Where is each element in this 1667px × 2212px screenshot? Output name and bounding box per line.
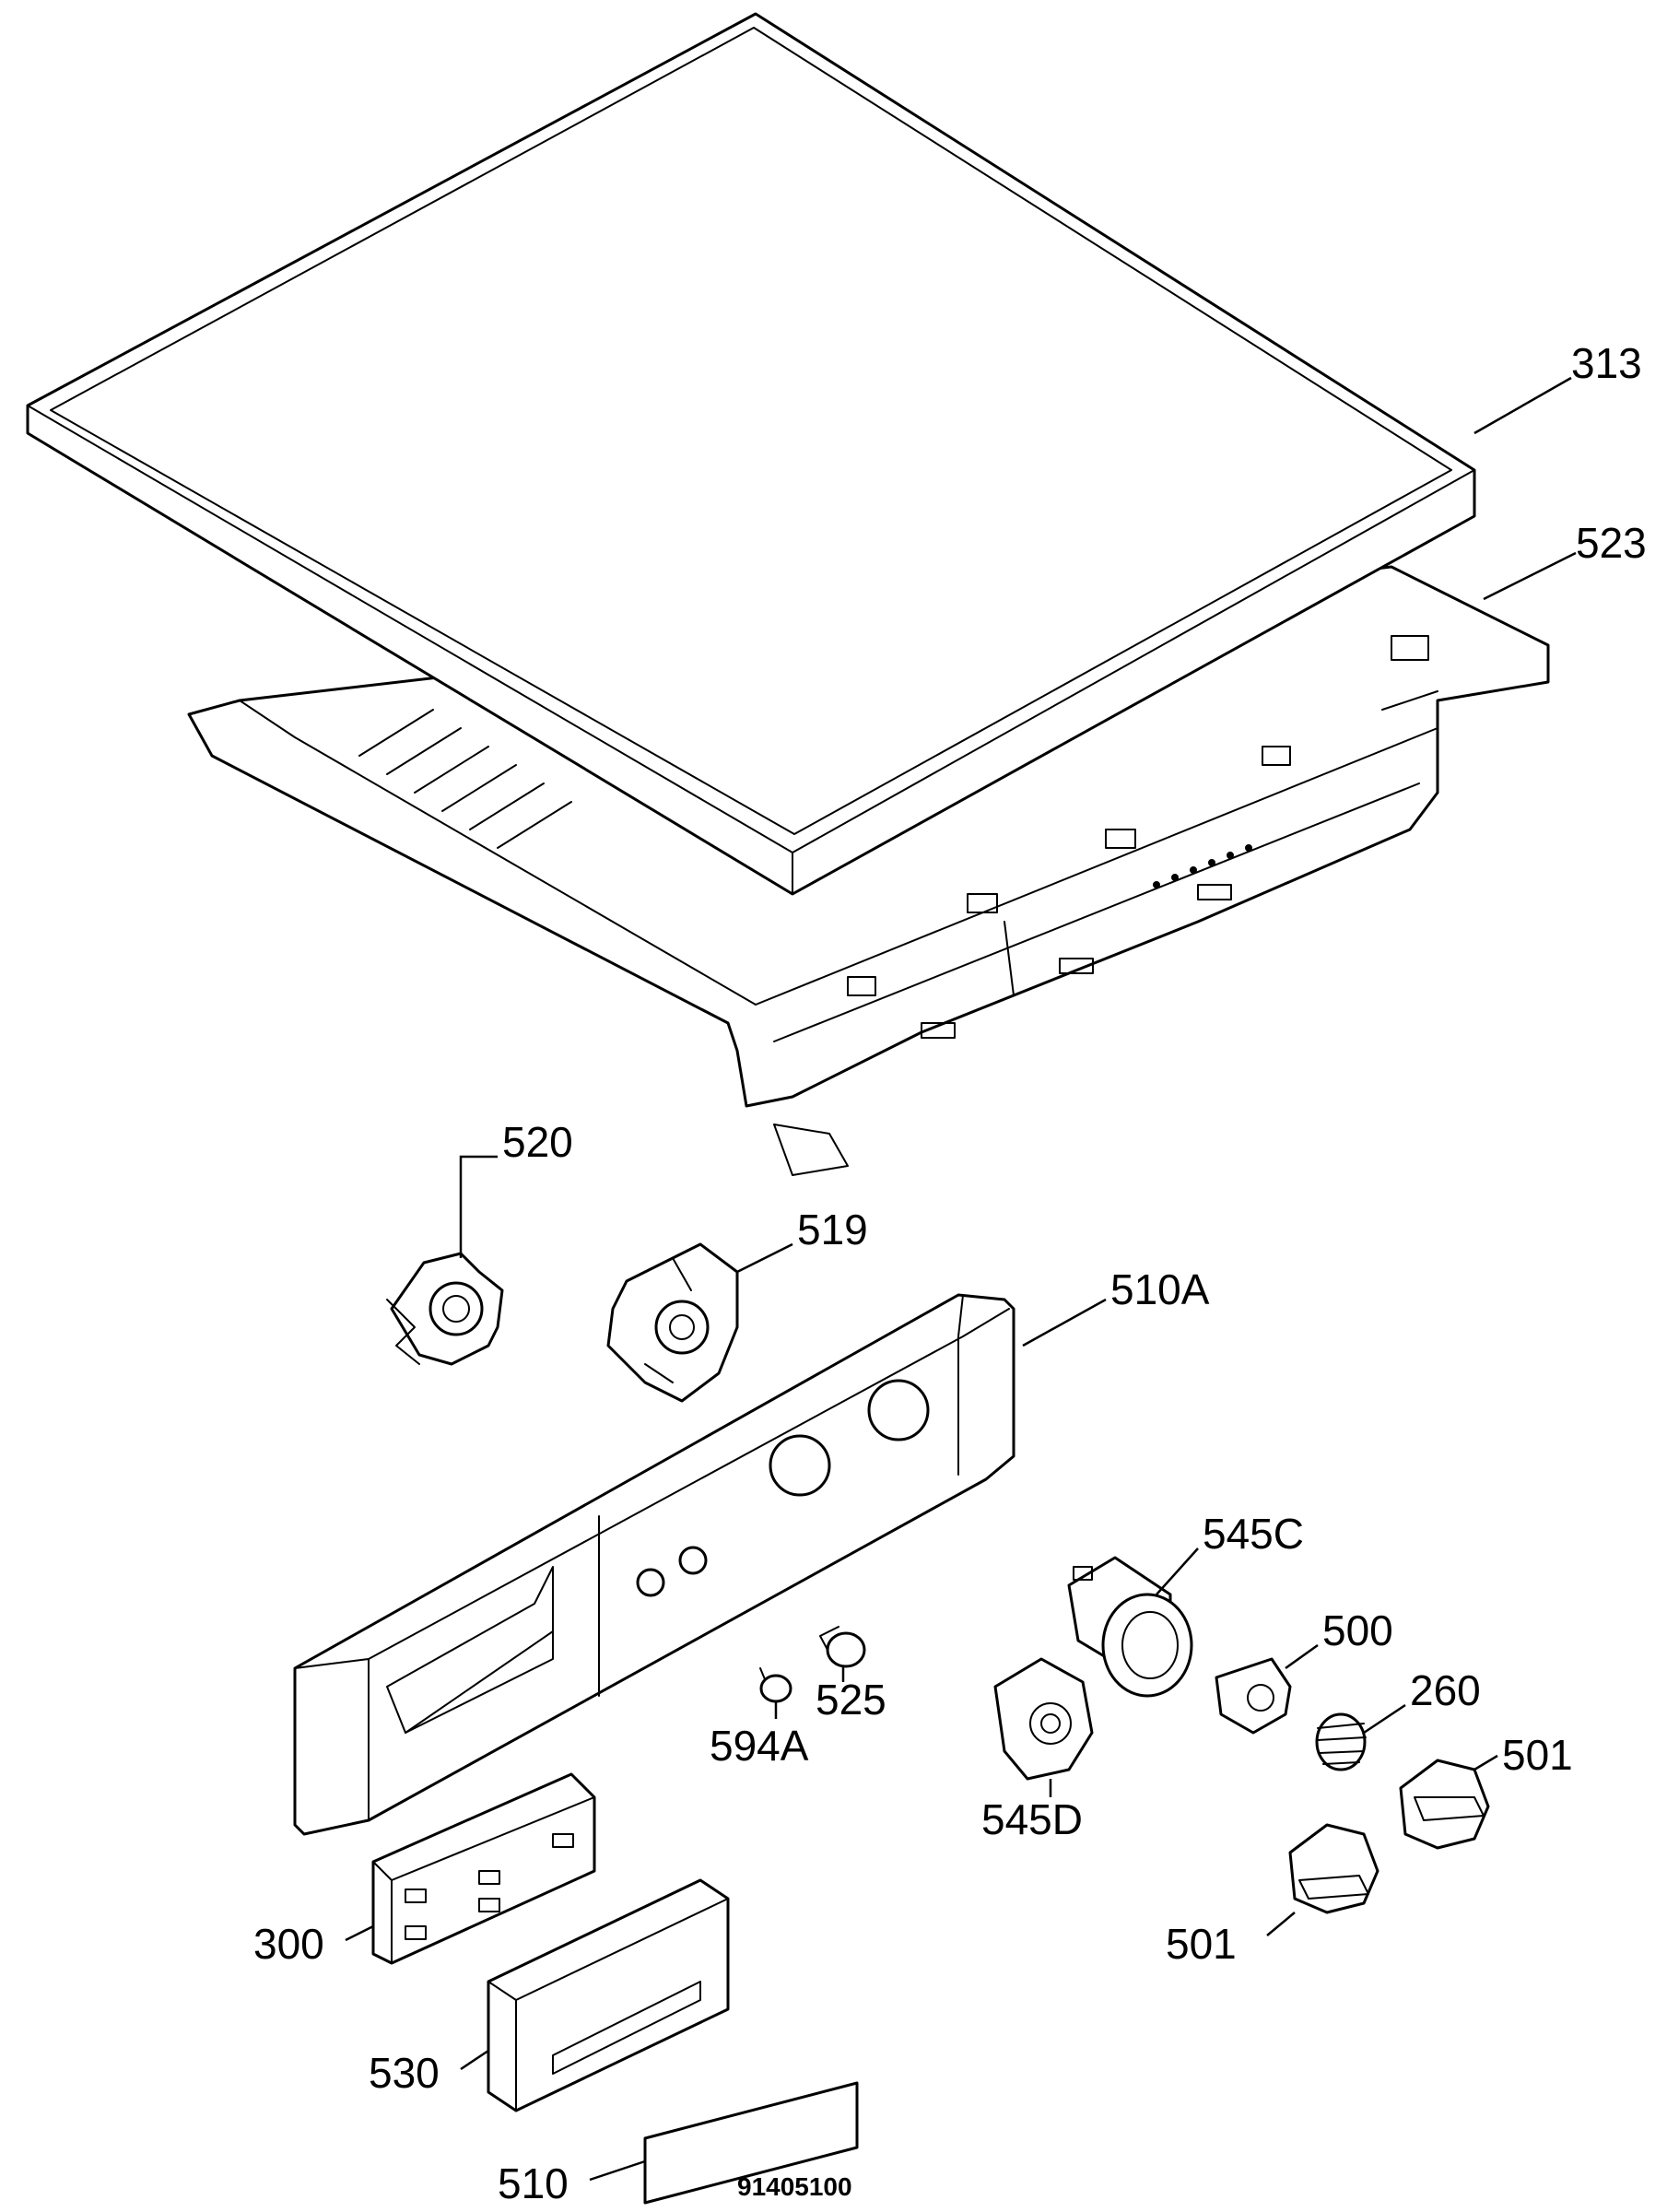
leader-500	[1285, 1643, 1319, 1670]
label-260: 260	[1410, 1666, 1481, 1714]
label-510: 510	[498, 2159, 569, 2207]
part-500	[1215, 1657, 1292, 1735]
leader-523	[1483, 551, 1577, 601]
leader-501a	[1473, 1754, 1498, 1771]
drawing-code: 91405100	[737, 2172, 852, 2201]
part-545D	[993, 1657, 1094, 1781]
part-519	[606, 1242, 739, 1403]
label-501a: 501	[1502, 1731, 1573, 1779]
part-520	[386, 1252, 504, 1366]
leader-lines	[345, 376, 1577, 2182]
label-545D: 545D	[981, 1795, 1083, 1843]
leader-520	[459, 1155, 498, 1258]
leader-313	[1473, 376, 1572, 435]
part-313-top-lid	[26, 12, 1476, 896]
label-523: 523	[1576, 519, 1647, 567]
part-501-knob-b	[1288, 1823, 1379, 1914]
leader-510A	[1022, 1298, 1107, 1347]
label-500: 500	[1322, 1606, 1393, 1654]
part-594A	[759, 1667, 792, 1703]
part-501-knob-a	[1399, 1759, 1490, 1850]
part-510-strip	[643, 2081, 859, 2205]
label-530: 530	[369, 2049, 440, 2097]
leader-510	[589, 2159, 646, 2182]
part-525	[819, 1626, 866, 1668]
label-300: 300	[253, 1920, 324, 1968]
part-260-spring	[1315, 1712, 1367, 1771]
label-501b: 501	[1166, 1920, 1237, 1968]
part-510A-front-panel	[293, 1293, 1015, 1836]
leader-501b	[1266, 1912, 1296, 1936]
part-530	[487, 1878, 730, 2112]
leader-530	[460, 2049, 489, 2071]
label-520: 520	[502, 1118, 573, 1166]
part-545C	[1067, 1556, 1193, 1698]
label-510A: 510A	[1110, 1265, 1210, 1313]
label-545C: 545C	[1203, 1510, 1304, 1558]
label-525: 525	[816, 1676, 886, 1724]
leader-260	[1363, 1703, 1406, 1735]
label-519: 519	[797, 1206, 868, 1253]
leader-519	[736, 1242, 793, 1274]
label-594A: 594A	[710, 1722, 809, 1770]
part-300	[371, 1772, 596, 1965]
label-313: 313	[1571, 339, 1642, 387]
leader-300	[345, 1924, 374, 1942]
leader-545C	[1156, 1547, 1199, 1595]
